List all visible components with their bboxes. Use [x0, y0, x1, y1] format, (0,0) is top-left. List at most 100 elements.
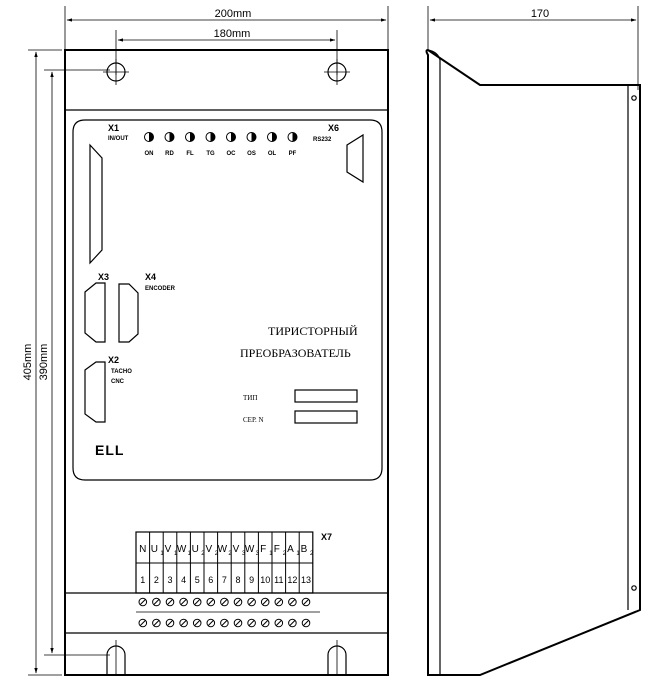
connector-x2-sublabel-cnc: CNC	[111, 379, 125, 385]
terminal-screw	[138, 618, 148, 628]
terminal-label: F	[274, 544, 280, 555]
terminal-number: 1	[140, 575, 145, 585]
terminal-screw	[274, 597, 284, 607]
terminal-number: 9	[249, 575, 254, 585]
terminal-screw	[247, 618, 256, 628]
brand-logo: ELL	[95, 442, 124, 458]
terminal-number: 8	[235, 575, 240, 585]
terminal-number: 11	[274, 575, 283, 585]
type-plate	[294, 389, 358, 403]
terminal-screw	[274, 618, 284, 628]
terminal-number: 10	[260, 575, 270, 585]
side-view-screw-top	[631, 95, 637, 101]
terminal-label: V	[205, 544, 212, 555]
terminal-label: F	[260, 544, 266, 555]
led-on: ON	[144, 132, 154, 157]
terminal-label-subscript: 3	[242, 551, 246, 557]
terminal-label: B	[301, 544, 308, 555]
dimension-depth: 170	[427, 6, 639, 90]
connector-x4-sublabel: ENCODER	[145, 286, 176, 292]
panel-title-line1: ТИРИСТОРНЫЙ	[268, 324, 358, 338]
terminal-screw	[288, 597, 297, 607]
connector-x4	[118, 283, 139, 343]
terminal-label-subscript: 1	[174, 551, 178, 557]
led-pf: PF	[287, 132, 298, 157]
terminal-screw	[260, 618, 270, 628]
terminal-number: 12	[287, 575, 297, 585]
terminal-label: W	[245, 544, 255, 555]
led-os: OS	[246, 132, 257, 157]
terminal-number: 7	[222, 575, 227, 585]
connector-x7-label: X7	[321, 532, 332, 542]
led-tg: TG	[205, 132, 216, 157]
terminal-screw	[247, 597, 256, 607]
connector-x1-label: X1	[108, 123, 119, 133]
terminal-label-subscript: 1	[269, 551, 273, 557]
led-rd: RD	[164, 132, 175, 157]
terminal-label: A	[287, 544, 294, 555]
connector-x2-label: X2	[108, 355, 119, 365]
terminal-label: U	[151, 544, 158, 555]
dimension-height-total-label: 405mm	[22, 344, 34, 381]
terminal-number: 5	[195, 575, 200, 585]
dimension-width-holes-label: 180mm	[214, 28, 251, 40]
terminal-label-subscript: 2	[201, 551, 205, 557]
led-ol: OL	[267, 132, 277, 157]
terminal-label-subscript: 1	[160, 551, 164, 557]
dimension-width-holes: 180mm	[115, 28, 338, 75]
terminal-screw	[165, 597, 175, 607]
terminal-screw	[152, 597, 161, 607]
connector-x3-label: X3	[98, 272, 109, 282]
control-panel	[72, 119, 383, 481]
terminal-screw	[138, 597, 148, 607]
terminal-number: 3	[167, 575, 172, 585]
led-label: RD	[165, 151, 174, 157]
terminal-label: W	[177, 544, 187, 555]
connector-x6-sublabel: RS232	[313, 137, 332, 143]
dimension-depth-label: 170	[531, 8, 549, 20]
terminal-screw	[179, 597, 188, 607]
led-label: ON	[145, 151, 154, 157]
dimension-height-total: 405mm	[22, 49, 62, 676]
front-housing	[64, 49, 389, 676]
connector-x2-sublabel-tacho: TACHO	[111, 369, 132, 375]
connector-x4-label: X4	[145, 272, 156, 282]
terminal-screw	[220, 618, 229, 628]
terminal-number: 4	[181, 575, 186, 585]
terminal-label: V	[165, 544, 172, 555]
dimension-width-total: 200mm	[64, 6, 389, 50]
terminal-label-subscript: 2	[283, 551, 287, 557]
led-label: OS	[247, 151, 256, 157]
panel-title-line2: ПРЕОБРАЗОВАТЕЛЬ	[240, 346, 351, 360]
terminal-screw	[301, 597, 311, 607]
connector-x6	[346, 133, 364, 184]
connector-x2	[84, 361, 106, 423]
terminal-screw	[220, 597, 229, 607]
terminal-screw	[152, 618, 161, 628]
led-label: OC	[227, 151, 237, 157]
led-label: TG	[206, 151, 215, 157]
side-view-screw-bottom	[631, 585, 637, 591]
led-oc: OC	[226, 132, 237, 157]
terminal-number: 2	[154, 575, 159, 585]
terminal-screw	[206, 618, 216, 628]
terminal-label-subscript: 3	[256, 551, 260, 557]
dimension-height-holes: 390mm	[38, 69, 110, 656]
connector-x6-label: X6	[328, 123, 339, 133]
side-view-housing	[425, 48, 641, 676]
dimension-width-total-label: 200mm	[215, 8, 252, 20]
terminal-screw	[192, 618, 202, 628]
led-label: OL	[268, 151, 277, 157]
terminal-label-subscript: 2	[228, 551, 232, 557]
serial-label: СЕР. N	[243, 416, 264, 424]
terminal-screw	[233, 618, 243, 628]
terminal-screw	[179, 618, 188, 628]
connector-x1	[89, 143, 103, 265]
terminal-screw	[301, 618, 311, 628]
terminal-label-subscript: 2	[215, 551, 219, 557]
mounting-hole-top-right	[324, 59, 350, 85]
terminal-screw	[206, 597, 216, 607]
